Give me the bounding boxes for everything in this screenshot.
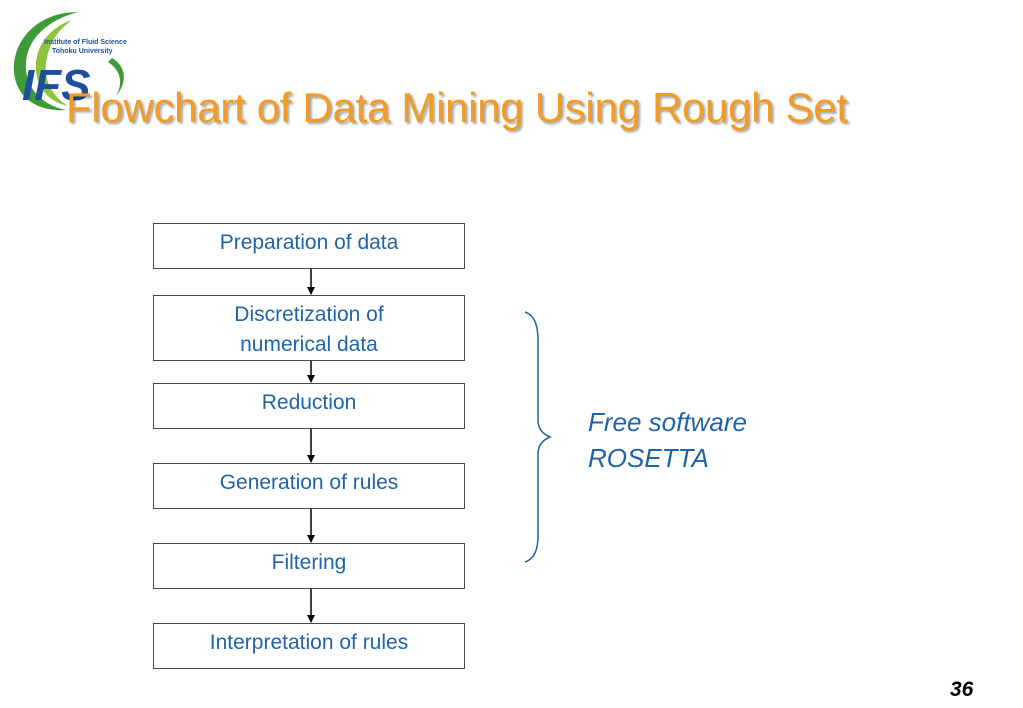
logo-university-text: Tohoku University — [52, 48, 113, 55]
step-reduction: Reduction — [153, 383, 465, 429]
step-label: Preparation of data — [219, 231, 399, 254]
step-filtering: Filtering — [153, 543, 465, 589]
step-interpretation-of-rules: Interpretation of rules — [153, 623, 465, 669]
step-discretization: Discretization of numerical data — [153, 295, 465, 361]
ifs-logo: Institute of Fluid Science Tohoku Univer… — [13, 12, 127, 111]
software-note: Free software ROSETTA — [588, 404, 747, 476]
logo-institute-text: Institute of Fluid Science — [44, 39, 127, 46]
step-label-line-2: numerical data — [240, 333, 378, 356]
step-generation-of-rules: Generation of rules — [153, 463, 465, 509]
logo-swoosh-tail — [108, 58, 124, 96]
step-preparation-of-data: Preparation of data — [153, 223, 465, 269]
software-note-line-1: Free software — [588, 407, 747, 437]
step-label: Filtering — [271, 551, 347, 574]
step-label: Reduction — [261, 391, 357, 414]
logo-swoosh-inner — [35, 20, 72, 106]
logo-swoosh-outer — [13, 12, 78, 111]
step-label-line-1: Discretization of — [234, 303, 384, 326]
slide-title: Flowchart of Data Mining Using Rough Set — [66, 84, 848, 131]
logo-ifs-mark: IFS — [22, 61, 90, 110]
curly-brace — [524, 311, 552, 563]
page-number: 36 — [950, 678, 974, 701]
step-label: Interpretation of rules — [209, 631, 409, 654]
software-note-line-2: ROSETTA — [588, 443, 709, 473]
step-label: Generation of rules — [219, 471, 399, 494]
